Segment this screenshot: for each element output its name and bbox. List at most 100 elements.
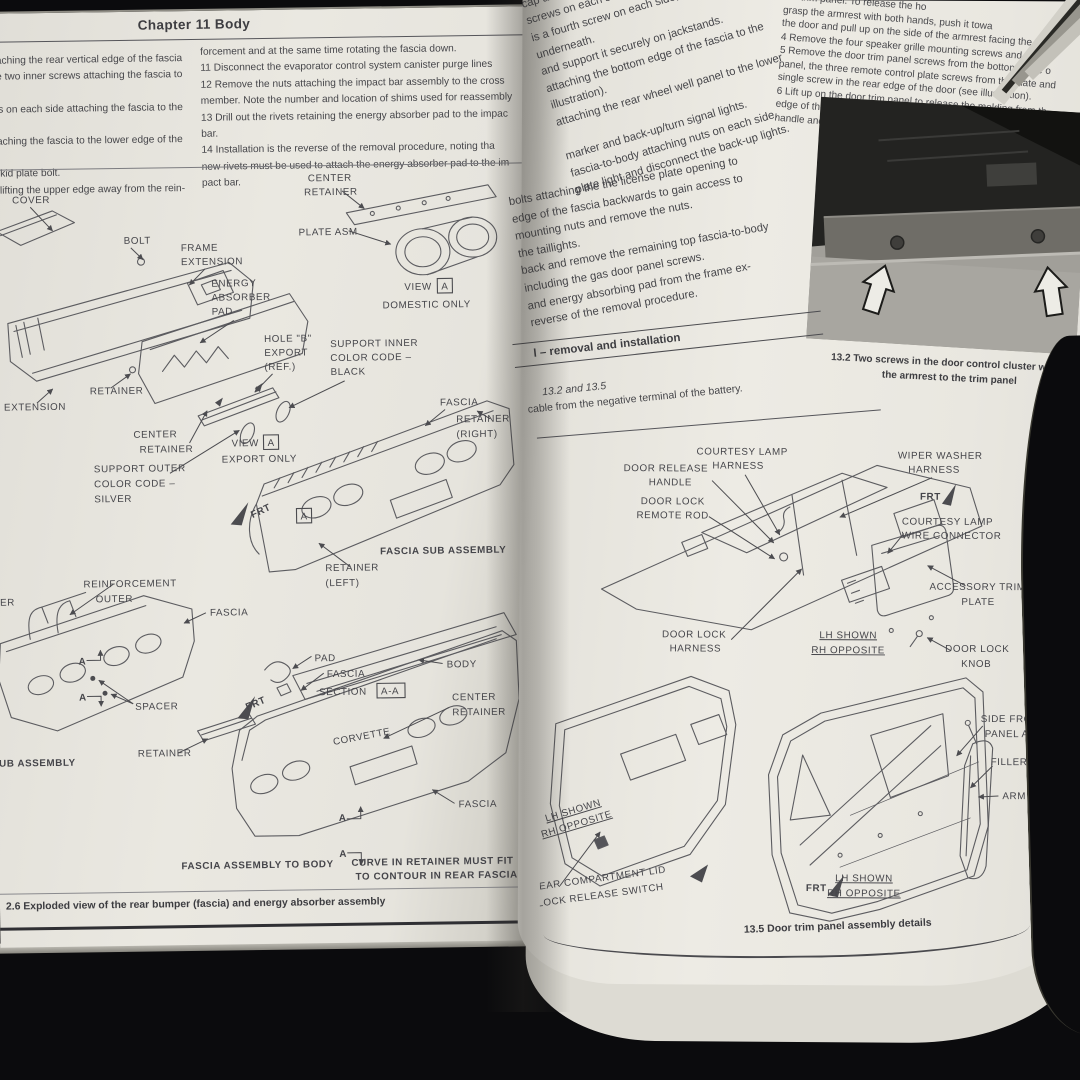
diagram-label: HARNESS (670, 643, 722, 654)
chapter-header: Chapter 11 Body (137, 16, 251, 33)
diagram-label: PLATE (961, 597, 994, 608)
diagram-label: FRT (249, 502, 273, 521)
rear-bumper-exploded-diagram: COVERBOLTFRAMEEXTENSIONENERGYABSORBERPAD… (0, 173, 520, 883)
diagram-label: HARNESS (712, 461, 764, 472)
diagram-label: A-A (381, 686, 399, 697)
diagram-label: SECTION (319, 687, 367, 699)
label-frame (295, 507, 313, 524)
diagram-label: ACCESSORY TRIM (929, 582, 1025, 594)
diagram-label: SUPPORT OUTER (94, 463, 186, 475)
diagram-label: (RIGHT) (456, 429, 497, 441)
leader-arrows (559, 474, 999, 898)
diagram-label: (REF.) (264, 362, 296, 373)
diagram-label: RH OPPOSITE (827, 888, 901, 899)
label-frame (262, 434, 280, 451)
cluster-well-bar (823, 207, 1080, 265)
diagram-label: BOLT (124, 236, 151, 247)
diagram-label: WIRE CONNECTOR (902, 531, 1002, 543)
diagram-label: OUTER (96, 594, 133, 606)
pointer-arrow-left (861, 264, 896, 316)
diagram-label: FRT (806, 883, 827, 894)
screw-left (890, 235, 905, 250)
plate-assembly-art (345, 184, 498, 276)
diagram-label: RETAINER (325, 562, 379, 574)
diagram-label: RETAINER (138, 748, 192, 760)
label-frame (436, 277, 454, 294)
diagram-label: EXPORT (264, 347, 308, 359)
diagram-label: RETAINER (456, 414, 510, 426)
diagram-label: FASCIA ASSEMBLY TO BODY (181, 859, 333, 872)
diagram-label: REMOTE ROD (636, 510, 708, 521)
right-page: 12.6ative cabledoor-to-body screws.cap a… (508, 0, 1080, 987)
diagram-label: A (267, 438, 274, 449)
impact-bar-assembly-art (0, 210, 309, 405)
reference-lines: 13.2 and 13.5 cable from the negative te… (525, 364, 743, 417)
diagram-label: LH SHOWN (819, 630, 877, 641)
left-door-trim-art (549, 675, 737, 887)
fascia-to-body-art (231, 612, 520, 837)
diagram-label: BLACK (330, 367, 365, 378)
diagram-label: REINFORCEMENT (83, 578, 176, 590)
figure-2-6-caption: 2.6 Exploded view of the rear bumper (fa… (5, 896, 386, 913)
diagram-label: FRAME (181, 243, 218, 255)
diagram-label: COVER (12, 195, 50, 207)
diagram-label: EXPORT ONLY (222, 454, 297, 466)
photo-corner-shadow (960, 105, 1080, 170)
door-inner-structure-art (600, 464, 983, 648)
leader-arrows (29, 190, 491, 866)
text-line: ttaching the fascia to the lower edge of… (0, 134, 183, 148)
diagram-label: KNOB (961, 659, 991, 670)
diagram-label: RETAINER (452, 707, 506, 719)
diagram-label: SPACER (0, 597, 15, 609)
diagram-label: FASCIA (210, 607, 249, 619)
diagram-label: LH SHOWN (835, 873, 893, 884)
sill-light-area (806, 256, 1080, 355)
pointer-arrow-right (1033, 265, 1069, 318)
diagram-label: A (79, 692, 87, 703)
diagram-label: FASCIA (459, 799, 498, 811)
diagram-label: FASCIA SUB ASSEMBLY (380, 545, 506, 558)
diagram-label: A (441, 281, 448, 292)
diagram-label: CORVETTE (332, 726, 391, 748)
diagram-label: CURVE IN RETAINER MUST FIT (351, 856, 513, 869)
diagram-label: DOOR LOCK (662, 629, 726, 640)
text-line: ws on each side attaching the fascia to … (0, 101, 183, 116)
diagram-label: (LEFT) (325, 578, 359, 589)
left-page: Chapter 11 Body ttaching the rear vertic… (0, 4, 541, 948)
diagram-label: SUB ASSEMBLY (0, 758, 76, 770)
diagram-label: PLATE ASM (299, 227, 358, 239)
diagram-label: RETAINER (140, 444, 194, 456)
screw-right (1030, 229, 1046, 244)
diagram-label: PAD (212, 306, 233, 317)
diagram-label: SUPPORT INNER (330, 338, 418, 350)
diagram-label: COURTESY LAMP (697, 446, 788, 457)
diagram-label: SILVER (94, 494, 132, 506)
page-bottom-curved-rule (543, 908, 1030, 961)
diagram-label: ABSORBER (211, 292, 270, 304)
diagram-label: BODY (447, 659, 477, 670)
diagram-label: VIEW (231, 438, 259, 449)
diagram-label: CENTER (308, 173, 352, 185)
diagram-label: WIPER WASHER (898, 451, 983, 462)
text-line: he two inner screws attaching the fascia… (0, 69, 183, 83)
diagram-label: DOOR LOCK (641, 496, 705, 507)
diagram-label: RH OPPOSITE (811, 645, 885, 656)
diagram-label: SPACER (135, 701, 178, 713)
reinforcement-fascia-art (0, 591, 257, 742)
diagram-label: TO CONTOUR IN REAR FASCIA (356, 869, 518, 882)
diagram-label: HANDLE (649, 477, 692, 488)
diagram-label: COLOR CODE – (94, 478, 175, 490)
diagram-label: FASCIA (327, 669, 366, 681)
door-cluster-photo-art (806, 96, 1080, 355)
diagram-label: A (339, 813, 347, 824)
diagram-label: FILLER (991, 757, 1028, 768)
diagram-label: DOMESTIC ONLY (383, 299, 471, 311)
page-bottom-rule (0, 920, 541, 931)
diagram-label: CENTER (133, 429, 177, 441)
diagram-label: A (79, 657, 87, 668)
export-support-art (197, 383, 291, 445)
diagram-label: FRT (920, 492, 941, 503)
diagram-label: A (300, 511, 307, 522)
